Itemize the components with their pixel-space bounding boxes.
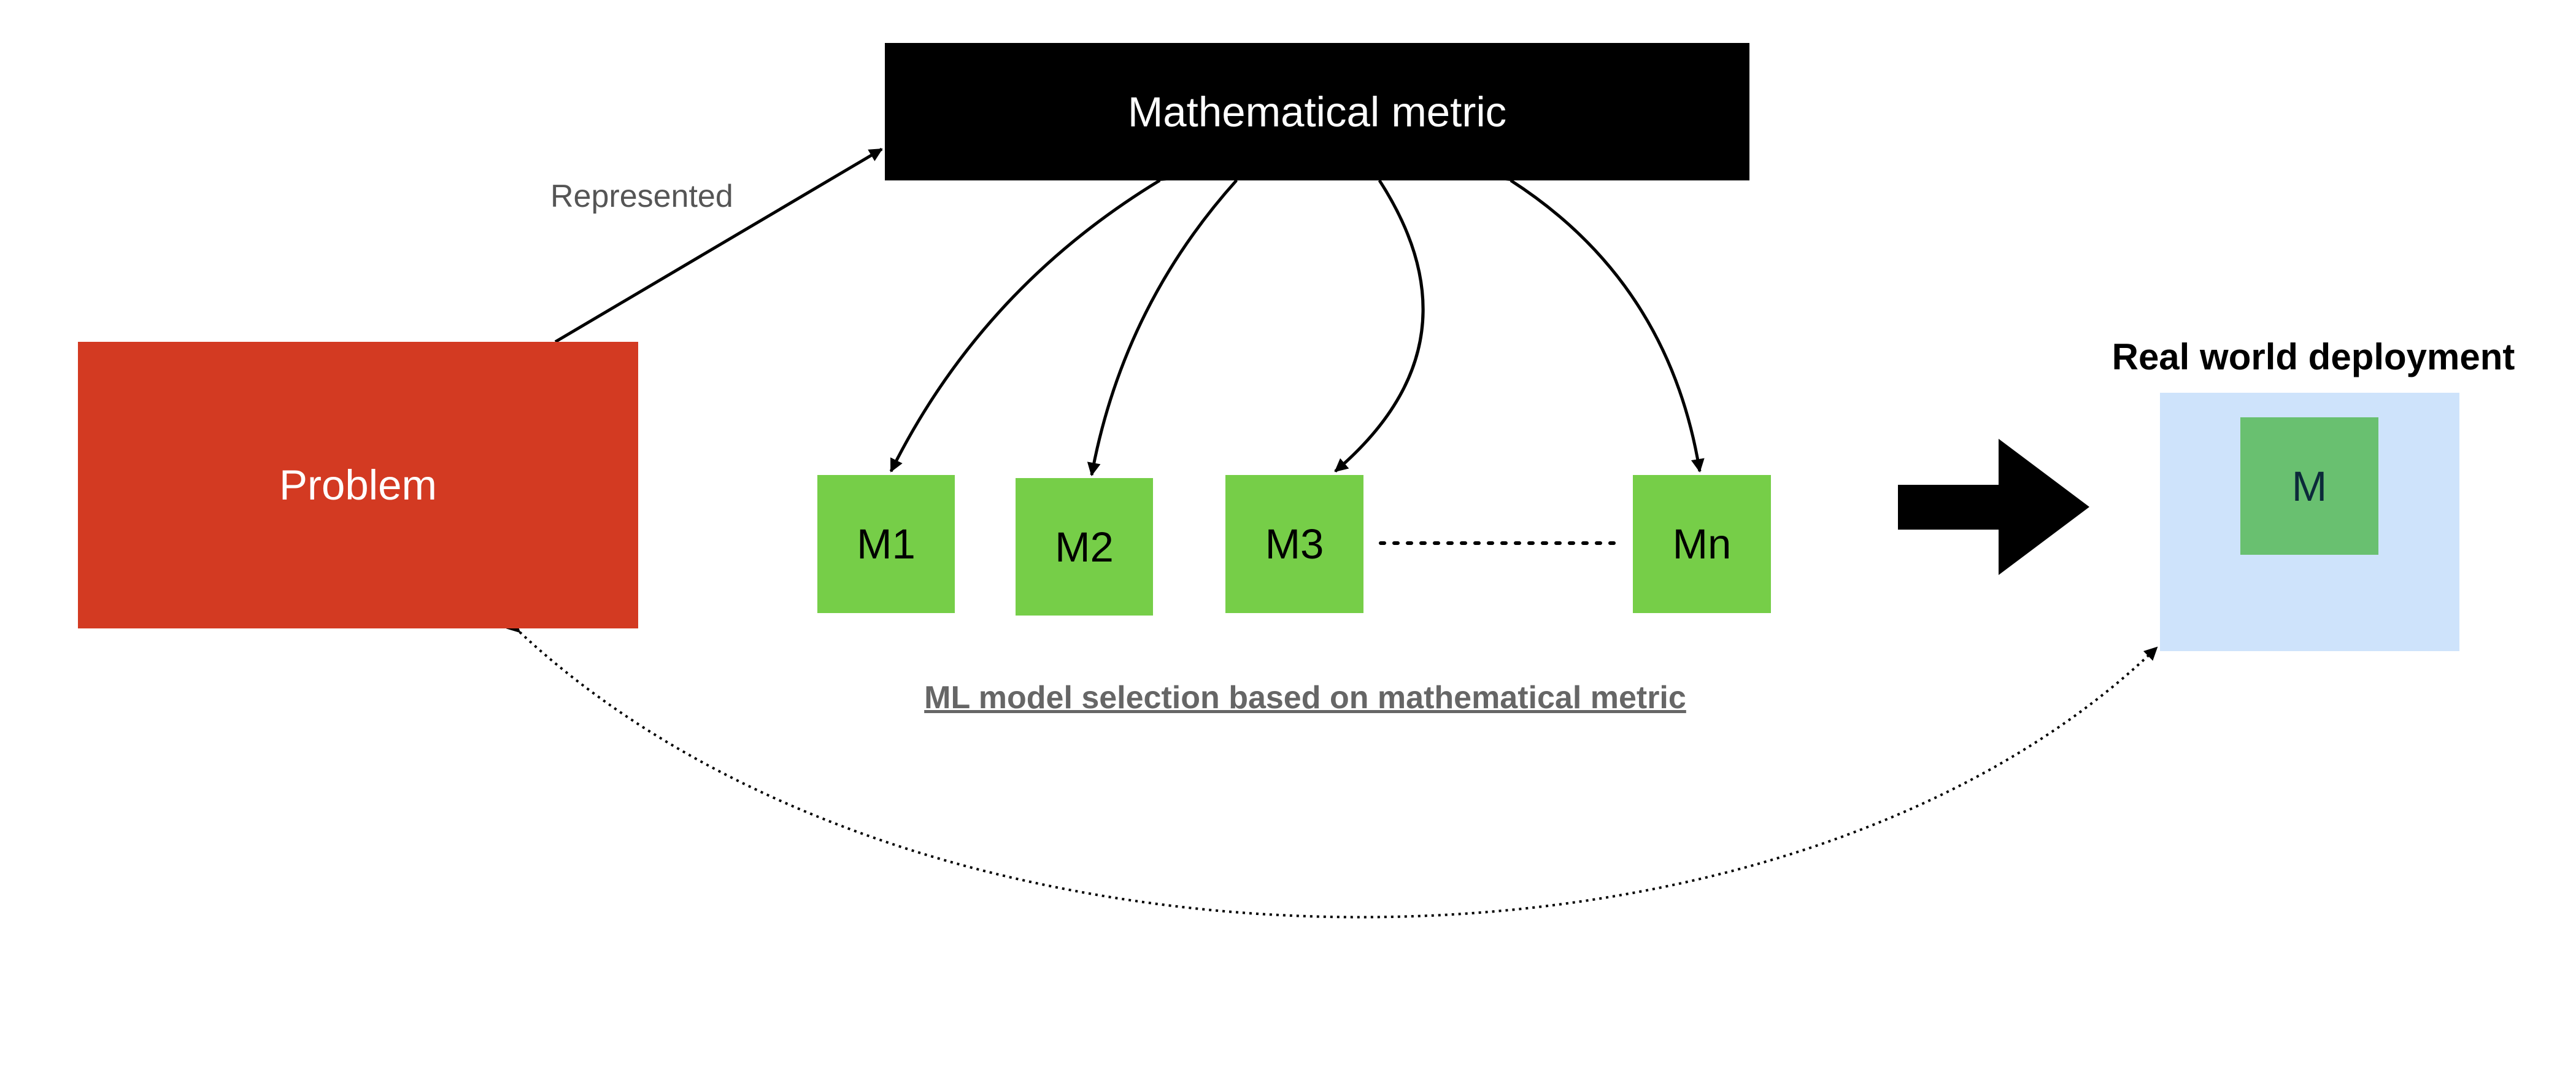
metric-label: Mathematical metric — [1127, 88, 1507, 136]
metric-m3-link — [1334, 166, 1425, 473]
metric-mn-link — [1497, 168, 1705, 473]
model-box-m2: M2 — [1016, 478, 1153, 616]
deployment-title: Real world deployment — [2111, 336, 2515, 377]
model-label-m1: M1 — [857, 520, 916, 568]
deployed-model-label: M — [2291, 462, 2327, 510]
metric-m1-link — [889, 168, 1174, 473]
problem-box: Problem — [78, 342, 638, 628]
deploy-arrow — [1898, 439, 2089, 575]
model-box-m1: M1 — [817, 475, 955, 613]
feedback-loop-arrow — [506, 619, 2158, 919]
model-box-m3: M3 — [1225, 475, 1363, 613]
represented-arrow — [554, 147, 883, 344]
deployed-model-box: M — [2240, 417, 2378, 555]
represented-label: Represented — [550, 179, 733, 214]
problem-label: Problem — [279, 461, 437, 509]
model-label-m3: M3 — [1265, 520, 1324, 568]
metric-box: Mathematical metric — [885, 43, 1749, 180]
metric-m2-link — [1087, 166, 1250, 476]
model-box-mn: Mn — [1633, 475, 1771, 613]
model-label-mn: Mn — [1672, 520, 1732, 568]
model-label-m2: M2 — [1055, 523, 1114, 571]
selection-caption: ML model selection based on mathematical… — [924, 680, 1686, 716]
